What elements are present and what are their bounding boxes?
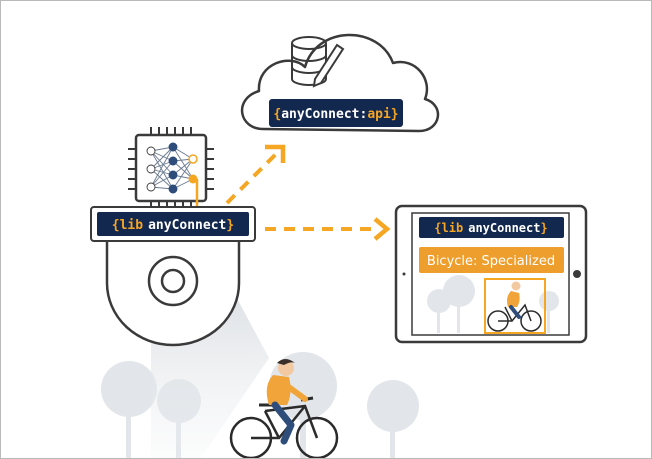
detection-bounding-box	[484, 278, 546, 334]
neural-network-icon	[146, 142, 198, 194]
cyclist-illustration	[229, 359, 339, 458]
arrow-to-cloud	[225, 144, 286, 205]
svg-text:{anyConnect:api}: {anyConnect:api}	[273, 107, 398, 122]
tablet-scene-thumbnail	[427, 275, 559, 333]
tablet-home-button	[573, 270, 581, 278]
tablet-cyclist-thumbnail	[487, 281, 542, 332]
database-icon	[291, 36, 345, 88]
camera-lib-label: {lib anyConnect}	[90, 206, 256, 242]
tablet-lib-label: {lib anyConnect}	[419, 217, 564, 238]
detection-result-label: Bicycle: Specialized	[427, 254, 555, 269]
camera-label-lib: lib	[120, 218, 144, 233]
cloud-label-close: }	[391, 107, 399, 122]
arrow-to-tablet	[265, 217, 391, 241]
camera-body	[105, 231, 241, 347]
cloud-label-name: anyConnect	[281, 107, 359, 122]
ai-chip	[128, 127, 214, 218]
tablet-device: {lib anyConnect} Bicycle: Specialized	[394, 204, 588, 344]
cloud-api-label: {anyConnect:api}	[269, 99, 403, 127]
camera-label-name: anyConnect	[148, 218, 226, 233]
camera-label-open: {	[112, 218, 120, 233]
tablet-label-lib: lib	[442, 221, 464, 235]
cloud-label-suffix: api	[367, 107, 391, 122]
tablet-label-open: {	[434, 221, 441, 235]
tablet-label-close: }	[540, 221, 547, 235]
cloud-label-sep: :	[359, 107, 367, 122]
camera-label-close: }	[226, 218, 234, 233]
tablet-label-name: anyConnect	[468, 221, 540, 235]
cloud-label-open: {	[273, 107, 281, 122]
